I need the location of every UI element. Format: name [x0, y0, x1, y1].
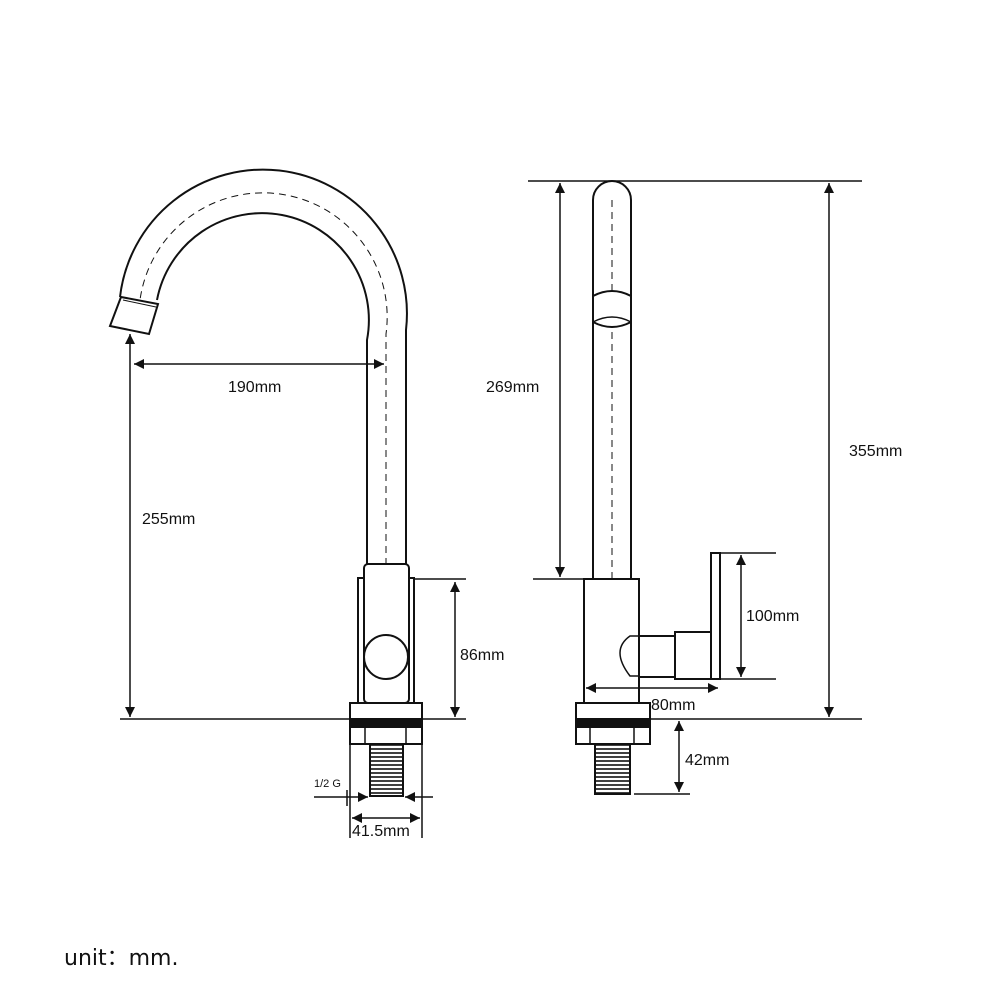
side-handle-stem — [638, 635, 676, 678]
side-view-labels: 269mm 355mm 100mm 80mm 42mm — [486, 379, 902, 769]
side-handle-blade — [710, 552, 721, 680]
dim-body-height: 86mm — [460, 647, 504, 664]
side-base-plate — [575, 702, 651, 720]
lock-nut — [349, 726, 423, 745]
side-lock-nut — [575, 726, 651, 745]
side-handle-lever — [674, 631, 712, 680]
dim-pipe-length: 269mm — [486, 379, 539, 396]
dim-handle-reach: 80mm — [651, 697, 695, 714]
threaded-shank — [369, 743, 404, 797]
base-plate — [349, 702, 423, 720]
spout-outer — [119, 168, 408, 565]
front-view-labels: 190mm 255mm 86mm 1/2 G 41.5mm — [142, 379, 504, 840]
handle-lever — [363, 563, 410, 704]
dim-base-width: 41.5mm — [352, 823, 410, 840]
dim-handle-height: 100mm — [746, 608, 799, 625]
handle-knob — [363, 634, 409, 680]
dim-spout-height: 255mm — [142, 511, 195, 528]
side-threaded-shank — [594, 743, 631, 795]
dim-total-height: 355mm — [849, 443, 902, 460]
front-view — [108, 168, 466, 797]
side-view — [528, 180, 862, 795]
swivel-collar — [592, 290, 632, 328]
dim-shank-length: 42mm — [685, 752, 729, 769]
spout-inner — [156, 212, 370, 565]
spout-centerline — [139, 192, 388, 565]
aerator-nozzle — [108, 295, 160, 336]
side-view-dimensions — [533, 183, 834, 795]
dim-spout-reach: 190mm — [228, 379, 281, 396]
front-view-dimensions — [125, 334, 466, 838]
unit-note: unit：mm. — [64, 946, 179, 971]
dim-thread: 1/2 G — [314, 778, 341, 790]
side-handle-knob — [619, 635, 639, 677]
